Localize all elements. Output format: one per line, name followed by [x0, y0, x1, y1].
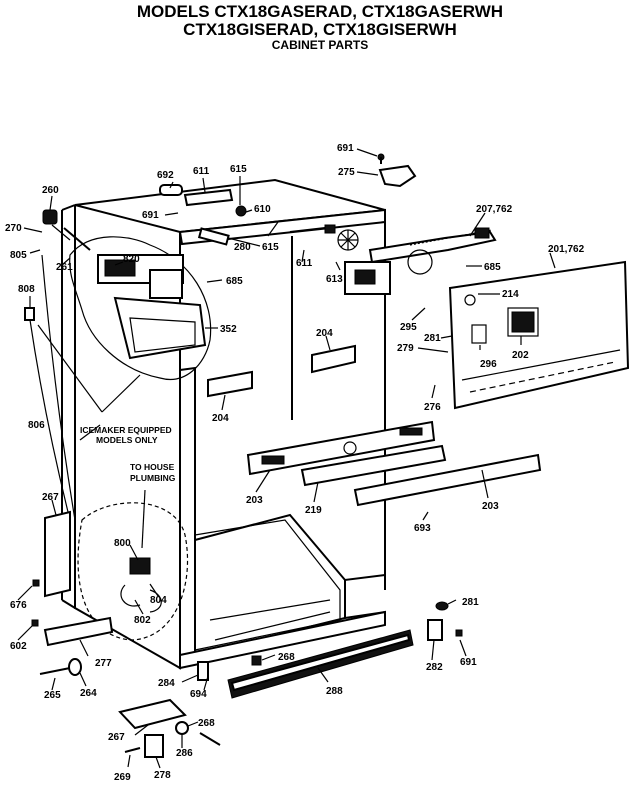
- fan-and-damper: [344, 227, 497, 295]
- callout-805: 805: [10, 250, 27, 261]
- callout-691-top: 691: [142, 210, 159, 221]
- callout-219: 219: [305, 505, 322, 516]
- leader-lines: [17, 148, 556, 769]
- callout-277: 277: [95, 658, 112, 669]
- callout-214: 214: [502, 289, 519, 300]
- title-line-2: CTX18GISERAD, CTX18GISERWH: [183, 20, 457, 39]
- icemaker-note-line-1: ICEMAKER EQUIPPED: [80, 425, 172, 435]
- callout-268-bottom: 268: [198, 718, 215, 729]
- icemaker-assembly: [24, 209, 212, 521]
- control-panel: [448, 260, 630, 410]
- plumbing-note-line-2: PLUMBING: [130, 473, 176, 483]
- callout-288: 288: [326, 686, 343, 697]
- callout-804: 804: [150, 595, 167, 606]
- callout-800: 800: [114, 538, 131, 549]
- callout-267-panel: 267: [42, 492, 59, 503]
- callout-278: 278: [154, 770, 171, 781]
- callout-611-top: 611: [193, 166, 210, 177]
- callout-610: 610: [254, 204, 271, 215]
- callout-691-upper-right: 691: [337, 143, 354, 154]
- callout-275: 275: [338, 167, 355, 178]
- callout-207-762: 207,762: [476, 204, 513, 215]
- callout-802: 802: [134, 615, 151, 626]
- water-valve-area: [77, 489, 189, 641]
- callout-269: 269: [114, 772, 131, 783]
- callout-204-left: 204: [212, 413, 229, 424]
- callout-694: 694: [190, 689, 207, 700]
- callout-685-left: 685: [226, 276, 243, 287]
- callout-286: 286: [176, 748, 193, 759]
- callout-203-left: 203: [246, 495, 263, 506]
- callout-806: 806: [28, 420, 45, 431]
- callout-270: 270: [5, 223, 22, 234]
- callout-203-right: 203: [482, 501, 499, 512]
- shelf-rails: [246, 420, 542, 507]
- callout-691-lower: 691: [460, 657, 477, 668]
- callout-611-lower: 611: [296, 258, 313, 269]
- bottom-grille: [227, 629, 414, 699]
- cabinet-shell: [61, 178, 386, 670]
- callout-264: 264: [80, 688, 97, 699]
- base-parts: [31, 579, 262, 758]
- callout-295: 295: [400, 322, 417, 333]
- callout-261: 261: [56, 262, 73, 273]
- callout-602: 602: [10, 641, 27, 652]
- callout-267-bracket: 267: [108, 732, 125, 743]
- callout-276: 276: [424, 402, 441, 413]
- callout-280: 280: [234, 242, 251, 253]
- callout-281-upper: 281: [424, 333, 441, 344]
- callout-282: 282: [426, 662, 443, 673]
- hinge-parts: [427, 601, 463, 641]
- icemaker-note-line-2: MODELS ONLY: [96, 435, 158, 445]
- plumbing-note-line-1: TO HOUSE: [130, 462, 175, 472]
- bracket-left: [207, 370, 253, 398]
- callout-268-mid: 268: [278, 652, 295, 663]
- callout-204-right: 204: [316, 328, 333, 339]
- callout-613: 613: [326, 274, 343, 285]
- callout-279: 279: [397, 343, 414, 354]
- callout-692: 692: [157, 170, 174, 181]
- back-panel: [44, 510, 71, 598]
- callout-615-bottom: 615: [262, 242, 279, 253]
- callout-352: 352: [220, 324, 237, 335]
- callout-265: 265: [44, 690, 61, 701]
- callout-808: 808: [18, 284, 35, 295]
- callout-260: 260: [42, 185, 59, 196]
- callout-201-762: 201,762: [548, 244, 585, 255]
- callout-202: 202: [512, 350, 529, 361]
- callout-693: 693: [414, 523, 431, 534]
- callout-284: 284: [158, 678, 175, 689]
- callout-615-top: 615: [230, 164, 247, 175]
- callout-685-right: 685: [484, 262, 501, 273]
- callout-281-lower: 281: [462, 597, 479, 608]
- title-line-1: MODELS CTX18GASERAD, CTX18GASERWH: [136, 2, 504, 21]
- callout-676: 676: [10, 600, 27, 611]
- bracket-right: [311, 344, 356, 374]
- callout-296: 296: [480, 359, 497, 370]
- subtitle: CABINET PARTS: [271, 38, 369, 52]
- callout-820: 820: [123, 254, 140, 265]
